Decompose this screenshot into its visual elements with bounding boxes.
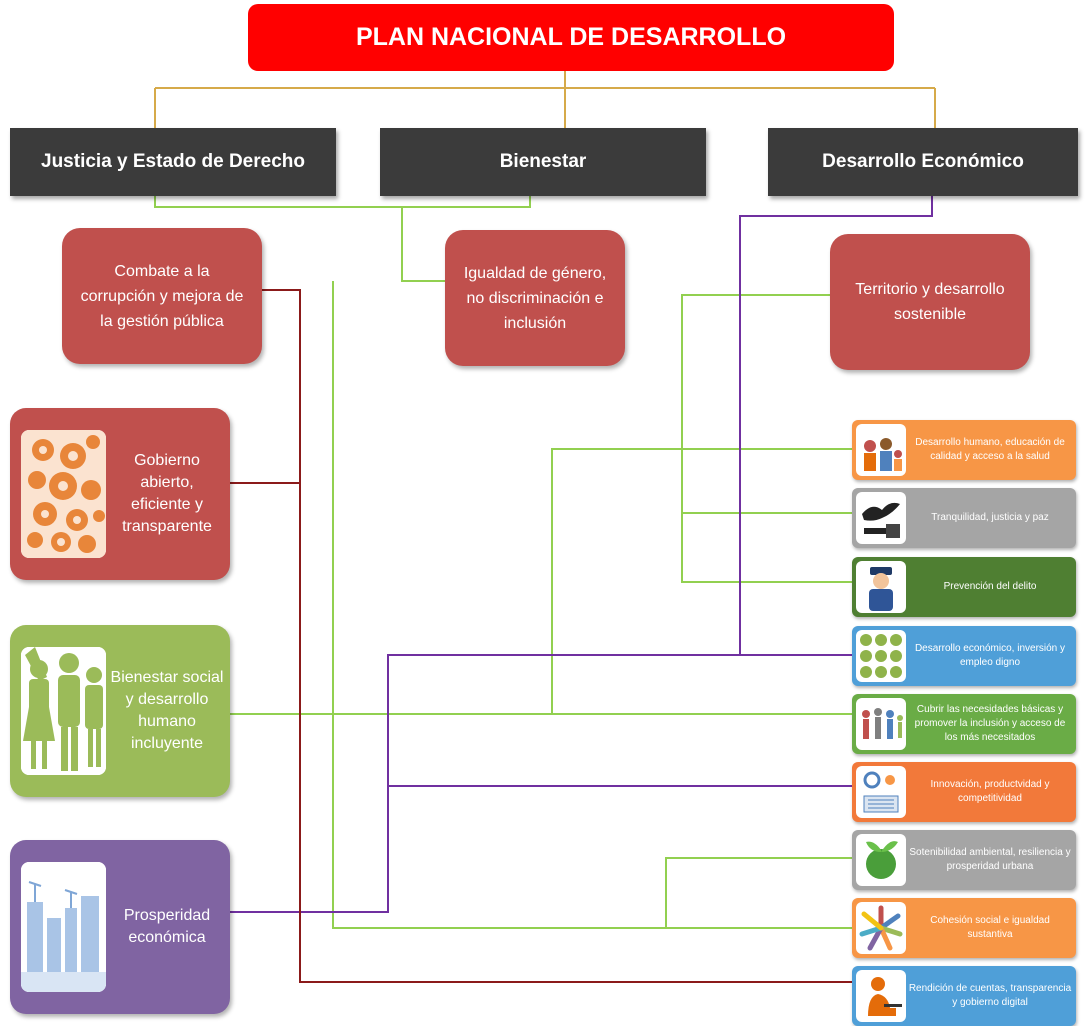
axis-label: Gobierno abierto, eficiente y transparen… (122, 452, 212, 535)
goal-igualdad-genero: Igualdad de género, no discriminación e … (445, 230, 625, 366)
objective-necesidades-basicas: Cubrir las necesidades básicas y promove… (852, 694, 1076, 754)
objective-prevencion-delito: Prevención del delito (852, 557, 1076, 617)
goal-territorio: Territorio y desarrollo sostenible (830, 234, 1030, 370)
gears-icon (21, 430, 106, 558)
dove-gavel-icon (856, 492, 906, 544)
connector-igualdad-trunk (332, 281, 852, 929)
axis-bienestar-social: Bienestar social y desarrollo humano inc… (10, 625, 230, 797)
objective-label: Innovación, productvidad y competitivida… (930, 779, 1050, 804)
axis-prosperidad-economica: Prosperidad económica (10, 840, 230, 1014)
connector-corrupcion (230, 289, 852, 983)
globe-plant-icon (856, 834, 906, 886)
connector-territorio-trunk (681, 294, 852, 583)
objective-label: Desarrollo económico, inversión y empleo… (914, 643, 1066, 668)
police-officer-icon (856, 561, 906, 613)
connector-prosperidad-axis (230, 654, 852, 913)
hands-circle-icon (856, 902, 906, 954)
objective-label: Sotenibilidad ambiental, resiliencia y p… (909, 847, 1071, 872)
axis-gobierno-abierto: Gobierno abierto, eficiente y transparen… (10, 408, 230, 580)
connector-economico-pillar (739, 196, 933, 656)
family-health-icon (856, 424, 906, 476)
objective-label: Rendición de cuentas, transparencia y go… (908, 983, 1072, 1008)
innovation-icon (856, 766, 906, 818)
connector-sostenibilidad (665, 857, 852, 928)
axis-label: Bienestar social y desarrollo humano inc… (110, 669, 224, 752)
objective-tranquilidad: Tranquilidad, justicia y paz (852, 488, 1076, 548)
objective-sostenibilidad: Sotenibilidad ambiental, resiliencia y p… (852, 830, 1076, 890)
axis-label: Prosperidad económica (123, 907, 211, 946)
pillar-desarrollo-economico: Desarrollo Económico (768, 128, 1078, 196)
objective-innovacion: Innovación, productvidad y competitivida… (852, 762, 1076, 822)
objective-rendicion-cuentas: Rendición de cuentas, transparencia y go… (852, 966, 1076, 1026)
objective-label: Desarrollo humano, educación de calidad … (915, 437, 1065, 462)
city-icon (21, 862, 106, 992)
goal-combate-corrupcion: Combate a la corrupción y mejora de la g… (62, 228, 262, 364)
economy-icons-icon (856, 630, 906, 682)
people-icon (21, 647, 106, 775)
objective-label: Prevención del delito (943, 581, 1037, 592)
pillar-bienestar: Bienestar (380, 128, 706, 196)
objective-cohesion-social: Cohesión social e igualdad sustantiva (852, 898, 1076, 958)
plan-title: PLAN NACIONAL DE DESARROLLO (248, 4, 894, 71)
connector-pillars-bienestar (154, 196, 531, 282)
objective-label: Tranquilidad, justicia y paz (931, 512, 1049, 523)
objective-desarrollo-economico: Desarrollo económico, inversión y empleo… (852, 626, 1076, 686)
person-laptop-icon (856, 970, 906, 1022)
community-icon (856, 698, 906, 750)
objective-desarrollo-humano: Desarrollo humano, educación de calidad … (852, 420, 1076, 480)
pillar-justicia: Justicia y Estado de Derecho (10, 128, 336, 196)
objective-label: Cohesión social e igualdad sustantiva (930, 915, 1050, 940)
connector-title-pillars (154, 71, 936, 128)
connector-bienestar-axis (230, 448, 852, 715)
objective-label: Cubrir las necesidades básicas y promove… (914, 704, 1066, 743)
